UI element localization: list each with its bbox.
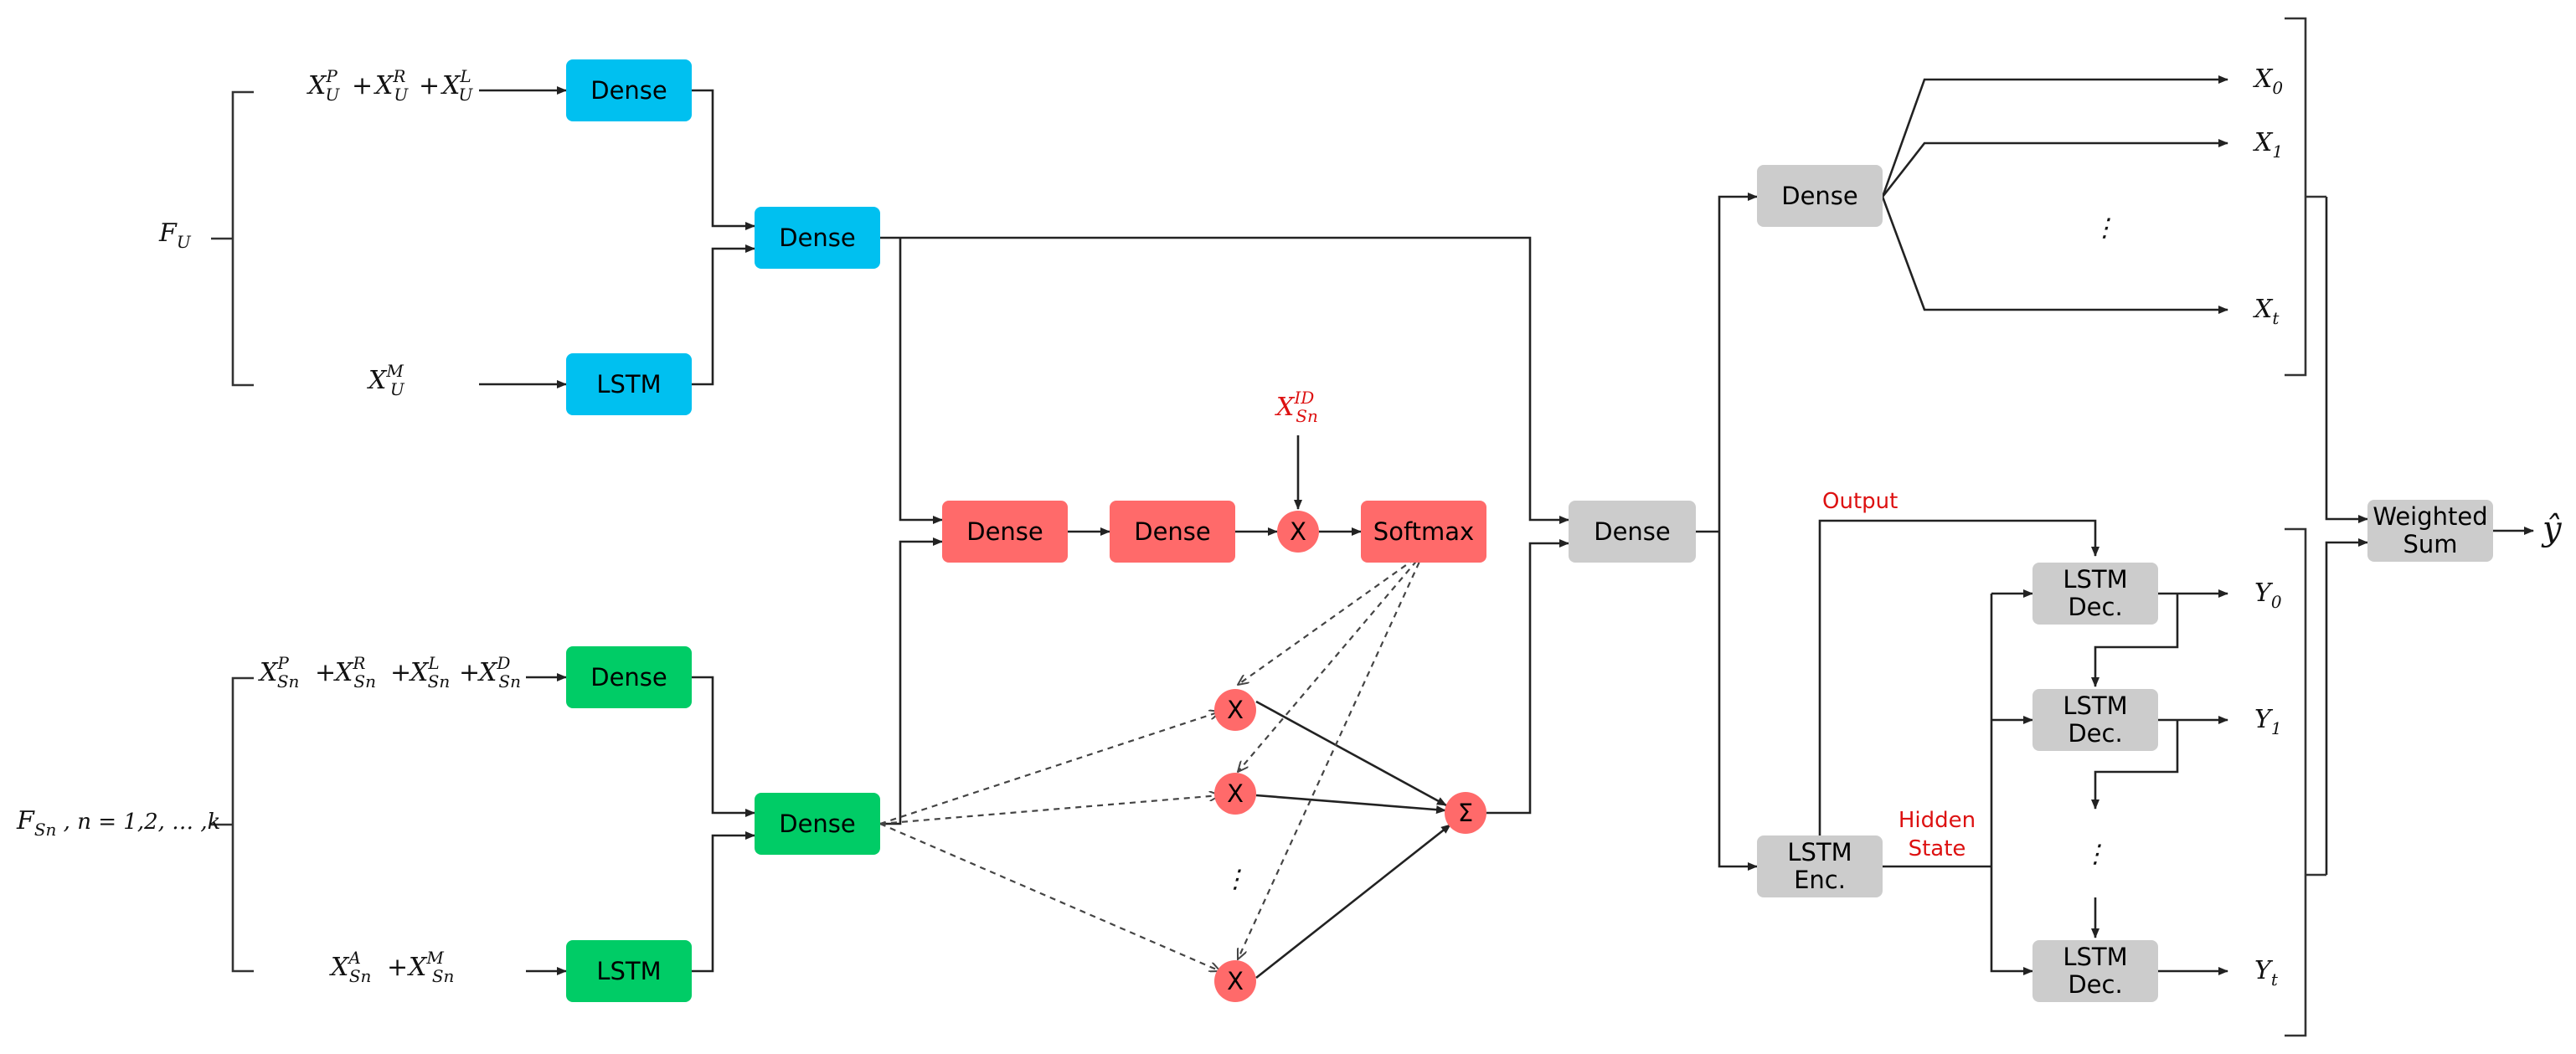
svg-text:LSTM: LSTM <box>596 957 661 985</box>
dense-user-2: Dense <box>755 207 880 269</box>
y-outputs-bracket <box>2285 527 2326 1037</box>
svg-text:LSTM: LSTM <box>1787 838 1852 866</box>
svg-text:Enc.: Enc. <box>1794 866 1846 894</box>
svg-text:Sum: Sum <box>2403 530 2457 558</box>
label-x0: X0 <box>2253 64 2283 98</box>
svg-text:+: + <box>390 658 411 687</box>
svg-text:Dense: Dense <box>779 810 856 838</box>
edges <box>479 75 2534 979</box>
user-features-bracket <box>211 90 254 387</box>
svg-text:+: + <box>352 71 373 100</box>
svg-text:Dense: Dense <box>966 517 1043 546</box>
svg-text:+: + <box>459 658 480 687</box>
svg-text:Softmax: Softmax <box>1373 517 1474 546</box>
label-xt: Xt <box>2253 295 2280 328</box>
svg-text:Dec.: Dec. <box>2068 719 2122 748</box>
svg-text:LSTM: LSTM <box>596 370 661 398</box>
svg-text:Weighted: Weighted <box>2372 502 2487 531</box>
dense-output: Dense <box>1757 165 1883 227</box>
svg-text:Dense: Dense <box>779 224 856 252</box>
svg-text:LSTM: LSTM <box>2063 943 2127 971</box>
label-state: State <box>1909 836 1966 861</box>
svg-text:+: + <box>315 658 336 687</box>
svg-text:X: X <box>1290 517 1306 546</box>
attention-dashed-edges <box>879 552 1425 971</box>
label-x1: X1 <box>2253 128 2283 162</box>
svg-text:Σ: Σ <box>1458 799 1473 827</box>
lstm-decoder-0: LSTM Dec. <box>2032 563 2158 625</box>
label-hidden: Hidden <box>1899 808 1976 833</box>
dense-service-2: Dense <box>755 793 880 855</box>
dense-user-1: Dense <box>566 59 692 121</box>
label-y0: Y0 <box>2254 578 2282 612</box>
softmax: Softmax <box>1361 501 1486 563</box>
svg-text:+: + <box>419 71 440 100</box>
label-yt: Yt <box>2254 956 2279 990</box>
svg-text:Dense: Dense <box>1134 517 1211 546</box>
svg-text:Dec.: Dec. <box>2068 970 2122 999</box>
service-features-bracket <box>211 676 254 973</box>
svg-text:Dense: Dense <box>1594 517 1671 546</box>
svg-text:Dense: Dense <box>1781 182 1858 210</box>
weighted-sum: Weighted Sum <box>2367 500 2493 562</box>
label-y-hat: ŷ <box>2541 510 2563 548</box>
attention-multiply: X <box>1277 511 1319 553</box>
multiply-1: X <box>1214 689 1256 731</box>
svg-text:Dense: Dense <box>590 76 667 105</box>
label-output: Output <box>1822 489 1898 514</box>
label-y1: Y1 <box>2254 705 2282 738</box>
svg-text:XLU: XLU <box>440 66 474 105</box>
svg-text:X: X <box>1227 779 1244 808</box>
label-f-service: FSn , n = 1,2, … ,k <box>16 806 220 840</box>
svg-text:XPU: XPU <box>307 66 340 105</box>
svg-text:Dense: Dense <box>590 663 667 692</box>
multiply-k: X <box>1214 960 1256 1002</box>
svg-text:+: + <box>387 953 408 982</box>
vdots-x: ⋮ <box>2092 213 2117 243</box>
lstm-decoder-1: LSTM Dec. <box>2032 689 2158 751</box>
attention-dense-2: Dense <box>1110 501 1235 563</box>
svg-text:LSTM: LSTM <box>2063 692 2127 720</box>
dense-merge: Dense <box>1569 501 1696 563</box>
x-outputs-bracket <box>2285 17 2326 377</box>
lstm-decoder-t: LSTM Dec. <box>2032 940 2158 1002</box>
svg-text:XRU: XRU <box>374 66 409 105</box>
vdots-decoders: ⋮ <box>2083 840 2108 869</box>
svg-text:Dec.: Dec. <box>2068 593 2122 621</box>
label-f-user: FU <box>158 219 192 252</box>
lstm-service: LSTM <box>566 940 692 1002</box>
svg-text:X: X <box>1227 696 1244 724</box>
vdots-multiply: ⋮ <box>1223 865 1248 894</box>
dense-service-1: Dense <box>566 646 692 708</box>
svg-text:LSTM: LSTM <box>2063 565 2127 594</box>
multiply-2: X <box>1214 773 1256 815</box>
lstm-encoder: LSTM Enc. <box>1757 835 1883 897</box>
lstm-user: LSTM <box>566 353 692 415</box>
sum-node: Σ <box>1445 792 1486 834</box>
attention-dense-1: Dense <box>942 501 1068 563</box>
svg-text:X: X <box>1227 967 1244 995</box>
